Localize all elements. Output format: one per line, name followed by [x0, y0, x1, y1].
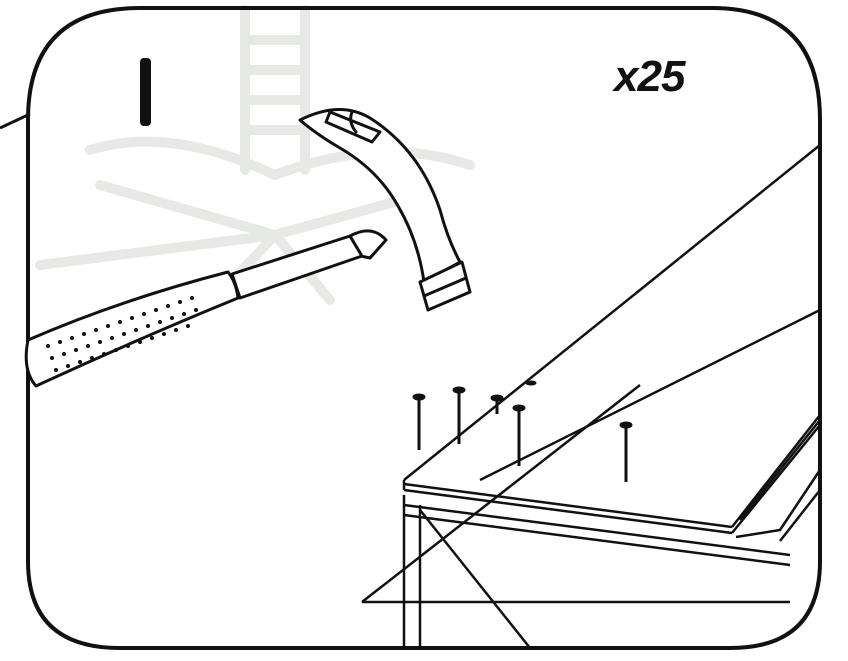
- nail-icon: [452, 386, 466, 444]
- nails: [412, 380, 633, 482]
- nail-icon: [619, 421, 633, 482]
- table-frame: [361, 384, 791, 649]
- step-mark: [140, 58, 151, 126]
- nail-icon: [512, 404, 526, 466]
- nail-icon: [412, 393, 426, 450]
- panel-frame: [26, 6, 822, 650]
- quantity-label: x25: [614, 52, 685, 101]
- hammer-icon: [24, 108, 472, 388]
- callout-line: [0, 112, 31, 130]
- nail-icon: [525, 380, 537, 386]
- board: [402, 144, 822, 542]
- nail-icon: [490, 394, 504, 414]
